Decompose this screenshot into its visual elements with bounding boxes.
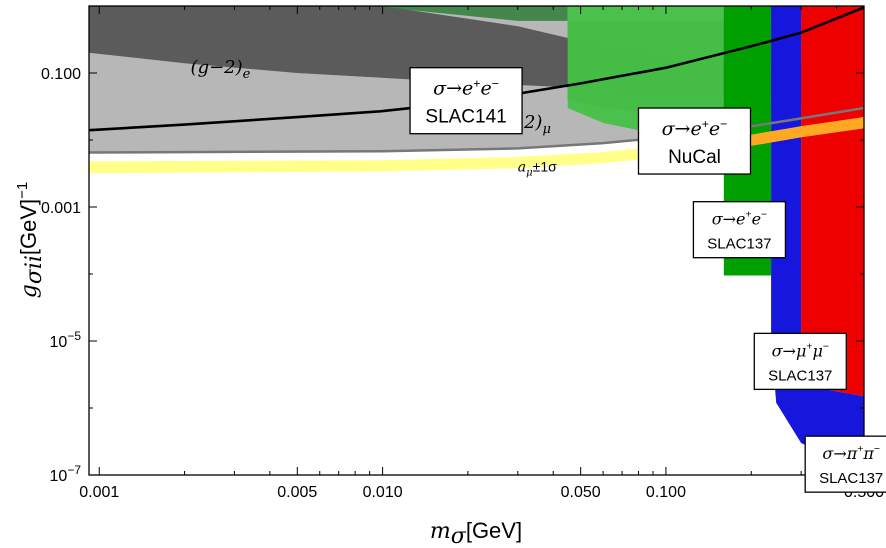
annotation-box-process: σ→μ+μ− [772,341,829,360]
y-axis-label-unit: [GeV] [16,199,41,255]
annotation-box-frame [753,332,847,391]
x-tick-label: 0.010 [363,484,403,501]
bound-curves [89,6,864,154]
region-nucal [567,6,724,140]
line-g-2-e-bound [89,6,864,132]
x-axis-label: mσ[GeV] [430,518,522,548]
plot-frame [88,5,865,476]
annotation-box-process: σ→e+e− [433,77,499,100]
y-tick-label: 0.100 [41,66,81,83]
y-axis-label-symbol: g [17,284,42,298]
x-tick-label: 0.050 [561,484,601,501]
annotation-box-experiment: SLAC137 [768,367,832,384]
annotation-box-experiment: SLAC137 [819,470,883,487]
y-axis-label-sup: −1 [14,182,31,199]
y-axis-label-sub: σii [22,255,47,284]
annotation-box-experiment: SLAC141 [425,107,506,128]
line-g-2-mu-bound [89,106,864,154]
x-axis-label-unit: [GeV] [466,518,522,543]
annotation-box-slac137pipi: σ→π+π− SLAC137 [804,435,886,493]
annotation-box-experiment: SLAC137 [707,236,771,253]
annotation-box-slac141: σ→e+e− SLAC141 [409,67,523,135]
annotation-box-slac137mumu: σ→μ+μ− SLAC137 [753,332,847,391]
annotation-box-slac137ee: σ→e+e− SLAC137 [692,201,787,259]
x-axis-label-symbol: m [430,519,451,544]
annotation-box-nucal: σ→e+e− NuCal [637,107,752,175]
y-axis-label: gσii[GeV]−1 [14,182,47,299]
annotation-box-process: σ→e+e− [662,117,728,140]
x-axis-label-sub: σ [451,524,467,548]
annotation-box-process: σ→e+e− [712,210,767,229]
region-slac137-pipi [801,6,864,397]
y-tick-label: 10−5 [50,329,82,351]
annotation-box-frame [692,201,787,259]
annotation-box-frame [804,435,886,493]
annotation-ge: (g−2)e [191,57,251,82]
annotation-box-experiment: NuCal [668,147,721,168]
annotation-box-frame [637,107,752,175]
annotation-box-process: σ→π+π− [822,444,880,463]
x-tick-label: 0.005 [277,484,317,501]
y-tick-label: 0.001 [41,200,81,217]
y-tick-label: 10−7 [50,463,82,485]
annotation-box-frame [409,67,523,135]
x-tick-label: 0.001 [79,484,119,501]
annotations: (g−2)e(g−2)μaμ±1σσ→e+e−SLAC141σ→e+e−NuCa… [191,57,886,493]
x-tick-label: 0.100 [646,484,686,501]
annotation-amu: aμ±1σ [518,158,557,178]
